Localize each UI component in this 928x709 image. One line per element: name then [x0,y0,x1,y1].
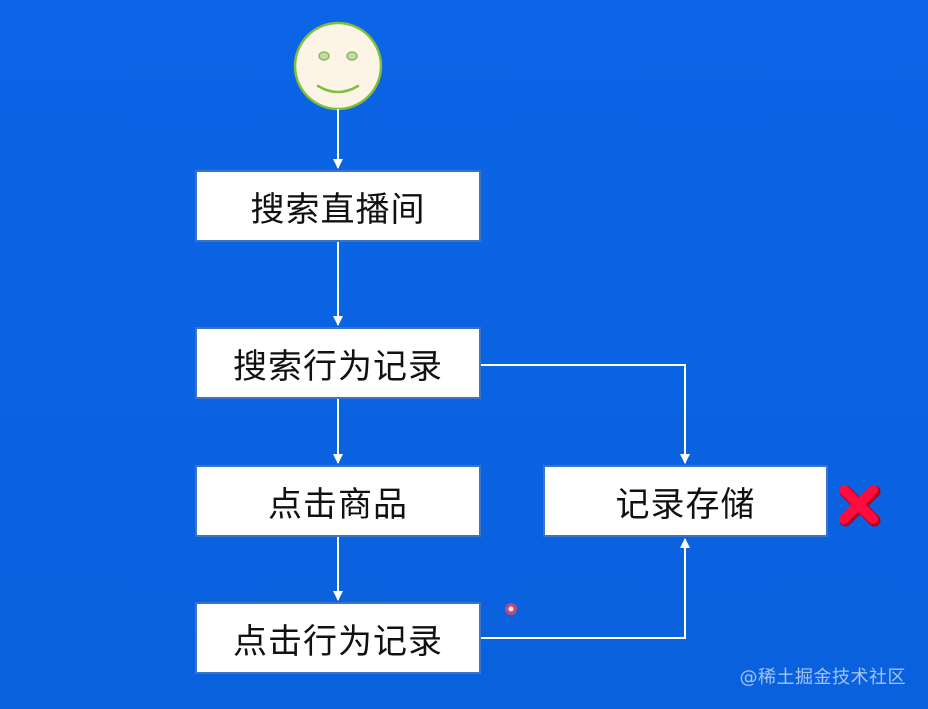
cross-icon [839,485,881,527]
smiley-mouth [316,84,360,94]
node-click-log: 点击行为记录 [195,602,481,674]
node-search-log: 搜索行为记录 [195,327,481,399]
arrow-click-log-to-storage [481,538,690,639]
node-search-room-label: 搜索直播间 [250,189,426,230]
smiley-right-eye [346,51,358,61]
node-click-item-label: 点击商品 [268,484,408,525]
start-node-smiley [293,21,383,111]
cursor-dot-icon [505,603,517,615]
node-search-room: 搜索直播间 [195,170,481,242]
node-storage: 记录存储 [543,465,828,537]
node-storage-label: 记录存储 [615,484,756,525]
watermark: @稀土掘金技术社区 [739,667,906,688]
smiley-left-eye [318,51,330,61]
flow-connectors [333,109,690,639]
node-click-log-label: 点击行为记录 [233,621,443,662]
node-search-log-label: 搜索行为记录 [233,346,443,387]
arrow-search-log-to-storage [481,364,690,464]
smiley-face-icon [293,21,383,111]
node-click-item: 点击商品 [195,465,481,537]
